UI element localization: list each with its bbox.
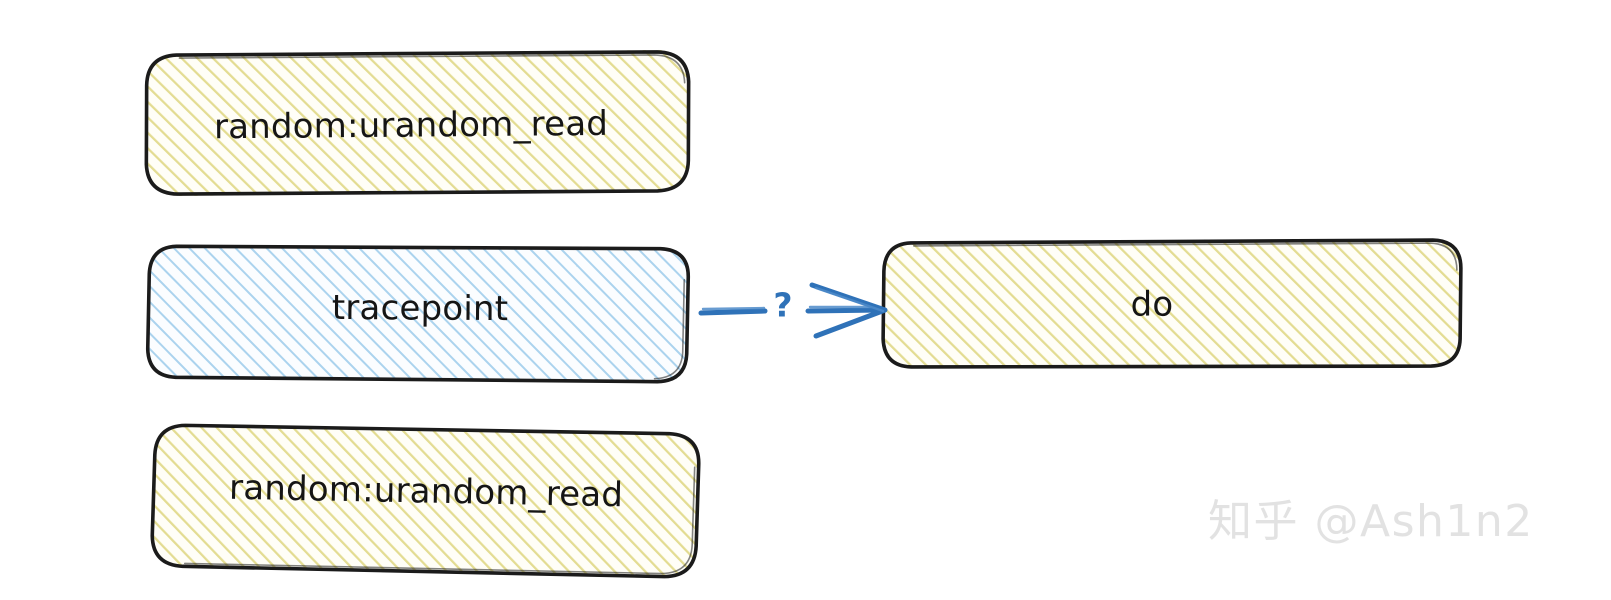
node-fill [145, 49, 690, 197]
node-fill [151, 423, 700, 578]
node-label: do [1131, 284, 1174, 324]
node-fill [147, 245, 689, 382]
node-border-sketch-overlay [178, 54, 686, 84]
node-border [144, 50, 691, 196]
edge-shaft-left-sketch [701, 306, 766, 311]
edge-label: ? [773, 286, 792, 325]
node-border [150, 423, 701, 579]
node-fill [882, 239, 1462, 369]
node-label: random:urandom_read [214, 104, 608, 147]
node-urandom-read-top[interactable]: random:urandom_read [144, 49, 691, 197]
node-tracepoint[interactable]: tracepoint [145, 244, 691, 384]
edge-shaft-left [698, 308, 768, 316]
watermark: 知乎 @Ash1n2 [1208, 496, 1534, 547]
node-border-sketch-overlay [183, 466, 696, 575]
node-label: random:urandom_read [229, 468, 624, 516]
node-border [145, 244, 691, 384]
edge-arrowhead [809, 282, 888, 339]
node-label: tracepoint [332, 288, 509, 329]
edge-shaft-right [805, 307, 885, 314]
edge-arrowhead-sketch [814, 286, 885, 313]
node-border-sketch-overlay [653, 279, 686, 380]
node-urandom-read-bottom[interactable]: random:urandom_read [150, 423, 701, 579]
node-do[interactable]: do [881, 238, 1463, 369]
edge-tracepoint-to-do[interactable]: ? [698, 282, 888, 339]
node-border [881, 238, 1463, 369]
node-border-sketch-overlay [912, 242, 1458, 271]
